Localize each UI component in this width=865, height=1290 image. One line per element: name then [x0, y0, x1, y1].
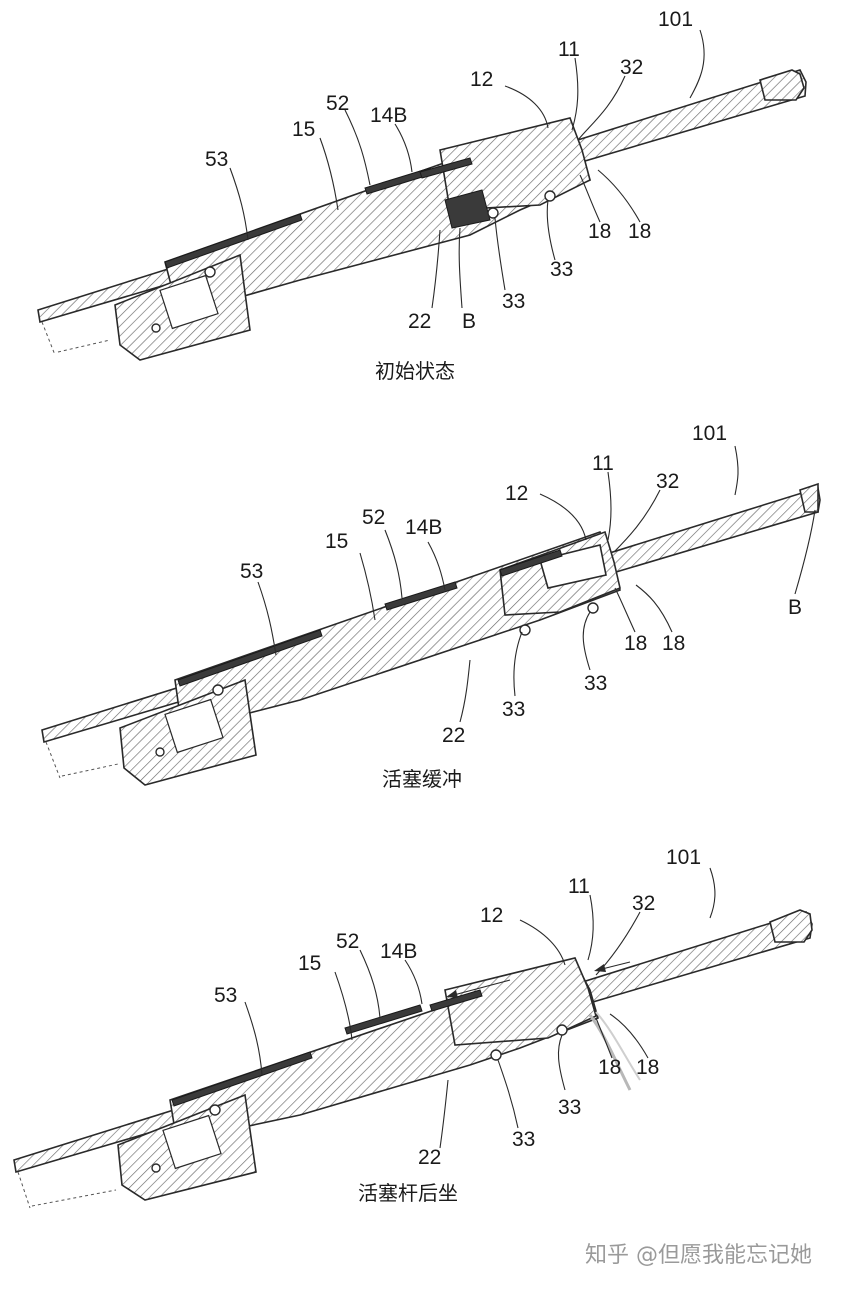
watermark: 知乎 @但愿我能忘记她 — [585, 1243, 812, 1268]
label-101: 101 — [692, 422, 727, 445]
mechanism-drawing — [41, 482, 821, 786]
label-14b: 14B — [370, 104, 407, 127]
part-labels: 101 11 32 12 52 14B 15 53 18 18 33 33 22… — [205, 8, 693, 333]
label-12: 12 — [480, 904, 503, 927]
label-18-b: 18 — [662, 632, 685, 655]
leader-lines — [229, 29, 705, 309]
panel-piston-buffer: 101 11 32 12 52 14B 15 53 B 18 18 33 33 … — [41, 422, 821, 791]
label-53: 53 — [214, 984, 237, 1007]
leader-lines — [257, 445, 816, 723]
label-18-a: 18 — [598, 1056, 621, 1079]
label-18-a: 18 — [624, 632, 647, 655]
label-11: 11 — [558, 38, 580, 61]
label-52: 52 — [362, 506, 385, 529]
label-11: 11 — [568, 875, 590, 898]
label-18-b: 18 — [636, 1056, 659, 1079]
label-14b: 14B — [380, 940, 417, 963]
label-52: 52 — [326, 92, 349, 115]
part-labels: 101 11 32 12 52 14B 15 53 B 18 18 33 33 … — [240, 422, 802, 747]
label-33-b: 33 — [502, 698, 525, 721]
label-33-a: 33 — [550, 258, 573, 281]
label-18-a: 18 — [588, 220, 611, 243]
label-32: 32 — [656, 470, 679, 493]
label-12: 12 — [470, 68, 493, 91]
label-33-a: 33 — [584, 672, 607, 695]
part-labels: 101 11 32 12 52 14B 15 53 18 18 33 33 22 — [214, 846, 701, 1169]
label-15: 15 — [298, 952, 321, 975]
label-b: B — [462, 310, 476, 333]
label-33-b: 33 — [512, 1128, 535, 1151]
label-22: 22 — [408, 310, 431, 333]
mechanism-drawing — [37, 69, 807, 361]
label-18-b: 18 — [628, 220, 651, 243]
panel-caption: 初始状态 — [375, 359, 455, 383]
label-101: 101 — [666, 846, 701, 869]
label-12: 12 — [505, 482, 528, 505]
label-33-b: 33 — [502, 290, 525, 313]
label-15: 15 — [292, 118, 315, 141]
panel-caption: 活塞缓冲 — [382, 767, 462, 791]
label-33-a: 33 — [558, 1096, 581, 1119]
mechanism-drawing — [13, 909, 813, 1209]
label-52: 52 — [336, 930, 359, 953]
label-22: 22 — [418, 1146, 441, 1169]
leader-lines — [244, 867, 716, 1149]
label-101: 101 — [658, 8, 693, 31]
label-15: 15 — [325, 530, 348, 553]
label-53: 53 — [205, 148, 228, 171]
label-b: B — [788, 596, 802, 619]
label-14b: 14B — [405, 516, 442, 539]
label-53: 53 — [240, 560, 263, 583]
panel-caption: 活塞杆后坐 — [358, 1181, 458, 1205]
label-32: 32 — [632, 892, 655, 915]
label-11: 11 — [592, 452, 614, 475]
label-32: 32 — [620, 56, 643, 79]
label-22: 22 — [442, 724, 465, 747]
panel-initial-state: 101 11 32 12 52 14B 15 53 18 18 33 33 22… — [37, 8, 807, 383]
panel-piston-rod-recoil: 101 11 32 12 52 14B 15 53 18 18 33 33 22… — [13, 846, 813, 1209]
